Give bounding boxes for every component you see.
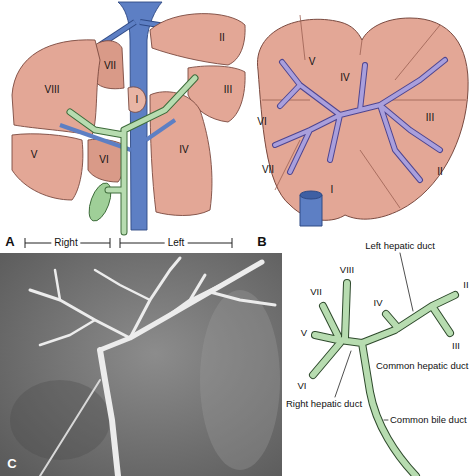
segment-number: VI	[257, 117, 266, 127]
side-bracket	[25, 238, 232, 248]
segment-number: V	[309, 57, 316, 67]
segment-number: VIII	[340, 265, 354, 275]
duct-name: Right hepatic duct	[286, 399, 362, 409]
segment-number: I	[136, 95, 139, 105]
panel-letter: A	[5, 235, 14, 248]
segment-number: IV	[374, 298, 383, 308]
duct-shadow	[30, 258, 275, 476]
segment-number: V	[31, 150, 38, 160]
liver-segment	[150, 14, 245, 65]
bile-duct-outline	[70, 78, 195, 232]
leader-line	[335, 253, 413, 420]
panel-letter: B	[257, 235, 266, 248]
side-label: Right	[51, 237, 80, 249]
duct-outline	[313, 283, 455, 476]
vena-cava-top	[300, 191, 322, 199]
duct-shadow	[30, 258, 275, 338]
segment-number: II	[463, 280, 468, 290]
liver-outline	[257, 18, 468, 220]
segment-number: VIII	[44, 85, 59, 95]
cholangiogram	[0, 253, 282, 476]
duct-shadow	[100, 350, 118, 476]
bile-duct	[70, 78, 195, 232]
radiograph-shadow	[200, 290, 280, 470]
liver-segment	[12, 134, 83, 200]
segment-number: VII	[310, 287, 322, 297]
segment-number: III	[452, 341, 460, 351]
portal-branch	[275, 60, 445, 180]
duct-name: Common bile duct	[390, 415, 467, 425]
side-label: Left	[165, 237, 188, 249]
segment-number: IV	[179, 145, 188, 155]
radiograph-shadow	[10, 380, 110, 460]
segment-number: I	[331, 185, 334, 195]
duct-shadow	[40, 270, 230, 345]
bracket-line	[120, 238, 232, 248]
segment-number: III	[426, 113, 434, 123]
segment-number: II	[219, 33, 225, 43]
segment-number: VII	[262, 165, 274, 175]
segment-border	[262, 15, 466, 208]
catheter	[40, 380, 100, 476]
vena-cava	[300, 195, 322, 226]
segment-number: VII	[104, 61, 116, 71]
liver-segment	[128, 87, 146, 112]
portal-branch-outline	[275, 60, 445, 180]
bracket-line	[25, 238, 110, 248]
radiograph	[0, 253, 282, 476]
liver-inferior-view	[257, 15, 468, 226]
segment-number: VI	[298, 381, 307, 391]
segment-number: VI	[99, 155, 108, 165]
segment-number: III	[224, 85, 232, 95]
segment-number: II	[437, 167, 443, 177]
duct	[313, 283, 455, 476]
liver-exploded-view	[12, 2, 245, 232]
segment-number: IV	[340, 73, 349, 83]
segment-number: V	[301, 328, 307, 338]
duct-name: Left hepatic duct	[365, 241, 435, 251]
panel-letter: C	[7, 457, 16, 470]
duct-name: Common hepatic duct	[376, 361, 468, 371]
